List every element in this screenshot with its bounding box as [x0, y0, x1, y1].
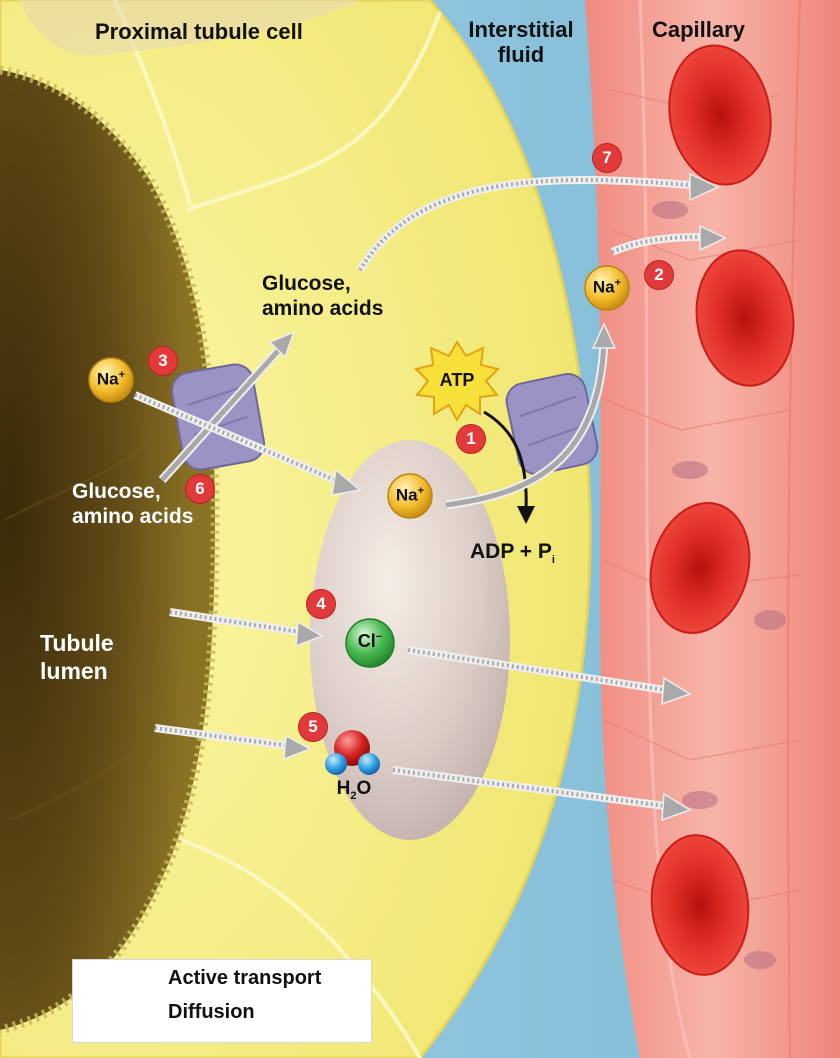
header-interstitial-line2: fluid [497, 42, 545, 68]
step-badge-5: 5 [298, 712, 328, 742]
adp-pi-label: ADP + Pi [470, 540, 555, 567]
glucose-cell-line1: Glucose, [262, 272, 351, 295]
adp-subscript: i [551, 554, 555, 567]
tubule-lumen-line2: lumen [40, 657, 108, 684]
glucose-cell-line2: amino acids [262, 296, 384, 320]
na-label-interstitial: Na+ [585, 277, 629, 298]
na-charge: + [118, 369, 126, 381]
header-interstitial-line1: Interstitial [468, 17, 574, 42]
legend-diffusion: Diffusion [168, 1001, 255, 1023]
atp-label: ATP [439, 370, 475, 390]
water-sub: 2 [350, 789, 357, 802]
glucose-lumen-line2: amino acids [72, 504, 194, 528]
diffusion-arrows [133, 176, 701, 810]
adp-text: ADP + P [470, 540, 552, 563]
na-charge: + [614, 277, 622, 289]
na-text: Na [592, 277, 615, 297]
water-h: H [336, 778, 351, 799]
step-badge-4: 4 [306, 589, 336, 619]
tubule-lumen-line1: Tubule [40, 630, 114, 656]
step-badge-2: 2 [644, 260, 674, 290]
na-ion-interstitial [584, 265, 630, 311]
na-text: Na [395, 485, 418, 505]
step-badge-7: 7 [592, 143, 622, 173]
atp-starburst [414, 340, 500, 423]
step-badge-3: 3 [148, 346, 178, 376]
cl-ion [345, 618, 395, 668]
na-label-cell: Na+ [388, 485, 432, 506]
water-o: O [356, 778, 372, 799]
glucose-label-lumen: Glucose, amino acids [72, 480, 193, 529]
glucose-lumen-line1: Glucose, [72, 480, 161, 503]
header-proximal-tubule-cell: Proximal tubule cell [95, 19, 303, 44]
legend [72, 959, 372, 1043]
water-molecule [325, 730, 380, 775]
cl-charge: − [375, 631, 383, 643]
header-capillary: Capillary [652, 17, 745, 42]
step-badge-1: 1 [456, 424, 486, 454]
na-text: Na [96, 369, 119, 389]
na-ion-cell [387, 473, 433, 519]
na-charge: + [417, 485, 425, 497]
cl-text: Cl [357, 631, 376, 651]
tubule-lumen-label: Tubule lumen [40, 630, 114, 685]
active-transport-arrows [158, 322, 617, 510]
tubule-lumen [0, 70, 215, 1030]
header-interstitial-fluid: Interstitial fluid [446, 17, 596, 68]
red-blood-cells [649, 44, 795, 976]
na-ion-lumen [88, 357, 134, 403]
glucose-label-cell: Glucose, amino acids [262, 272, 383, 321]
legend-active-transport: Active transport [168, 967, 322, 989]
step-badge-6: 6 [185, 474, 215, 504]
cl-label: Cl− [346, 631, 394, 652]
na-label-lumen: Na+ [89, 369, 133, 390]
water-label: H2O [326, 778, 382, 802]
